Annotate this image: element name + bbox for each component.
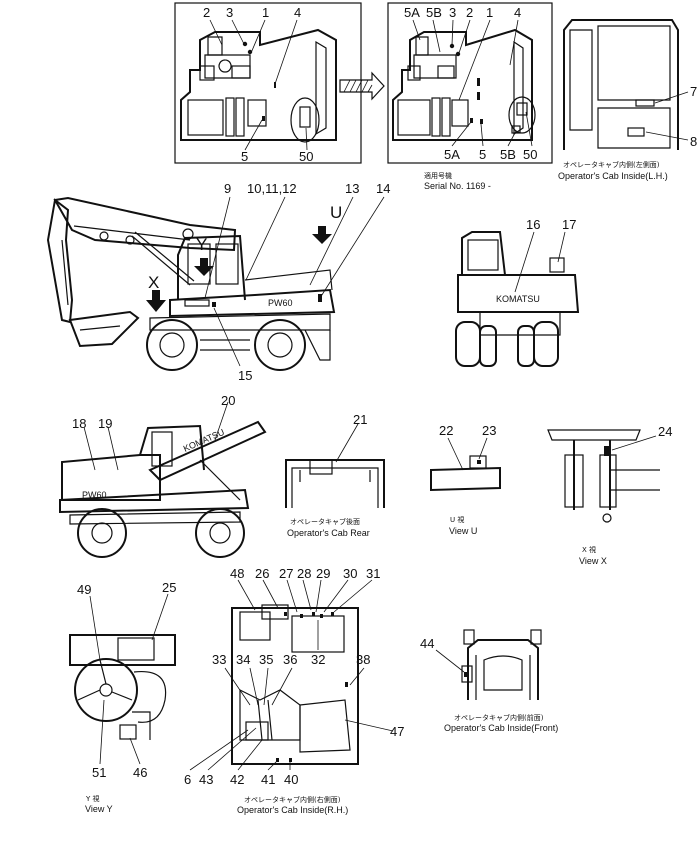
machine-side-view: PW60 Y U X 9 10,11,12 13 14 15: [46, 181, 390, 383]
callout-47: 47: [390, 724, 404, 739]
callout-31: 31: [366, 566, 380, 581]
callout-10-11-12: 10,11,12: [247, 181, 297, 196]
callout-49: 49: [77, 582, 91, 597]
view-marker-u: U: [330, 203, 342, 222]
callout-38: 38: [356, 652, 370, 667]
serial-caption: Serial No. 1169 -: [424, 181, 491, 191]
cab-inside-lh: 7 8 オペレータキャブ内側(左側面) Operator's Cab Insid…: [558, 19, 697, 181]
callout-5: 5: [241, 149, 248, 164]
callout-33: 33: [212, 652, 226, 667]
callout-5A: 5A: [404, 5, 420, 20]
view-marker-y: Y: [196, 235, 207, 254]
view-u-caption-jp: U 視: [450, 515, 464, 524]
callout-23: 23: [482, 423, 496, 438]
callout-44: 44: [420, 636, 434, 651]
callout-18: 18: [72, 416, 86, 431]
view-y-caption: View Y: [85, 804, 113, 814]
cab-interior-after: 5A 5B 3 2 1 4 5A 5 5B 50 適用号機 Serial No.…: [387, 2, 553, 191]
model-label-side: PW60: [268, 298, 293, 308]
callout-28: 28: [297, 566, 311, 581]
callout-32: 32: [311, 652, 325, 667]
callout-13: 13: [345, 181, 359, 196]
view-x: 24 X 視 View X: [547, 424, 672, 566]
view-u-caption: View U: [449, 526, 477, 536]
view-x-caption-jp: X 視: [582, 545, 596, 554]
callout-25: 25: [162, 580, 176, 595]
callout-5A-lower: 5A: [444, 147, 460, 162]
callout-46: 46: [133, 765, 147, 780]
callout-14: 14: [376, 181, 390, 196]
callout-7: 7: [690, 84, 697, 99]
callout-5B-lower: 5B: [500, 147, 516, 162]
callout-51: 51: [92, 765, 106, 780]
callout-9: 9: [224, 181, 231, 196]
callout-24: 24: [658, 424, 672, 439]
machine-rear-view: KOMATSU 16 17: [455, 217, 580, 367]
cab-rear-caption: Operator's Cab Rear: [287, 528, 370, 538]
view-u: 22 23 U 視 View U: [430, 423, 501, 536]
callout-48: 48: [230, 566, 244, 581]
cab-inside-rh-caption: Operator's Cab Inside(R.H.): [237, 805, 348, 815]
view-x-caption: View X: [579, 556, 607, 566]
callout-3b: 3: [449, 5, 456, 20]
cab-rear: 21 オペレータキャブ後面 Operator's Cab Rear: [285, 412, 385, 538]
callout-15: 15: [238, 368, 252, 383]
view-y-caption-jp: Y 視: [85, 794, 100, 803]
view-marker-x: X: [148, 273, 159, 292]
callout-6: 6: [184, 772, 191, 787]
cab-inside-front-caption-jp: オペレータキャブ内側(前面): [454, 713, 544, 722]
callout-34: 34: [236, 652, 250, 667]
callout-19: 19: [98, 416, 112, 431]
model-label-rear: KOMATSU: [496, 294, 540, 304]
callout-3: 3: [226, 5, 233, 20]
callout-2: 2: [203, 5, 210, 20]
callout-8: 8: [690, 134, 697, 149]
cab-inside-front: 44 オペレータキャブ内側(前面) Operator's Cab Inside(…: [420, 629, 558, 733]
callout-36: 36: [283, 652, 297, 667]
callout-22: 22: [439, 423, 453, 438]
callout-17: 17: [562, 217, 576, 232]
callout-27: 27: [279, 566, 293, 581]
cab-inside-rh-caption-jp: オペレータキャブ内側(右側面): [244, 795, 341, 804]
cab-inside-lh-caption: Operator's Cab Inside(L.H.): [558, 171, 668, 181]
callout-29: 29: [316, 566, 330, 581]
cab-rear-caption-jp: オペレータキャブ後面: [290, 517, 360, 526]
callout-2b: 2: [466, 5, 473, 20]
callout-20: 20: [221, 393, 235, 408]
callout-4b: 4: [514, 5, 521, 20]
machine-left-view: KOMATSU PW60 18 19 20: [59, 393, 267, 558]
cab-inside-lh-caption-jp: オペレータキャブ内側(左側面): [563, 160, 660, 169]
callout-1b: 1: [486, 5, 493, 20]
callout-4: 4: [294, 5, 301, 20]
callout-5B: 5B: [426, 5, 442, 20]
model-label-left: PW60: [82, 490, 107, 500]
cab-inside-front-caption: Operator's Cab Inside(Front): [444, 723, 558, 733]
serial-caption-jp: 適用号機: [424, 171, 452, 180]
arrow-icon: [339, 71, 385, 101]
view-y: 49 25 51 46 Y 視 View Y: [69, 580, 176, 814]
cab-interior-before: 2 3 1 4 5 50: [174, 2, 362, 164]
callout-42: 42: [230, 772, 244, 787]
callout-50: 50: [299, 149, 313, 164]
callout-26: 26: [255, 566, 269, 581]
callout-40: 40: [284, 772, 298, 787]
cab-inside-rh: 48 26 27 28 29 30 31 32 33 34 35 36 38 4…: [184, 566, 404, 815]
callout-41: 41: [261, 772, 275, 787]
callout-35: 35: [259, 652, 273, 667]
callout-16: 16: [526, 217, 540, 232]
callout-21: 21: [353, 412, 367, 427]
boom-label: KOMATSU: [182, 427, 226, 454]
callout-43: 43: [199, 772, 213, 787]
callout-30: 30: [343, 566, 357, 581]
callout-1: 1: [262, 5, 269, 20]
callout-50b: 50: [523, 147, 537, 162]
callout-5-lower: 5: [479, 147, 486, 162]
